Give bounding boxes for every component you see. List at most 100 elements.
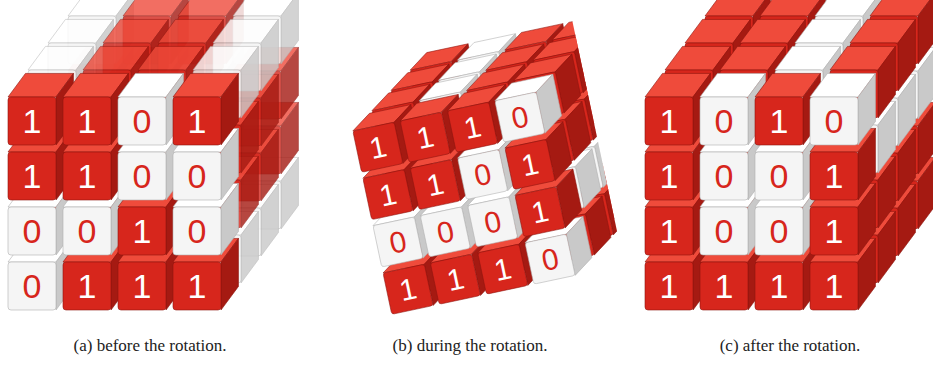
cube-front-face [8,97,56,145]
cube-front-face [118,262,166,310]
cube-side-face [898,19,915,91]
cube-front-face [645,207,693,255]
bit-digit: 0 [118,97,166,145]
bit-digit: 1 [755,262,803,310]
cube-front-face [700,207,748,255]
cube-front-face [447,102,497,152]
cube-front-face [63,152,111,200]
cube-front-face [755,262,803,310]
subfigure-caption: (c) after the rotation. [720,336,861,356]
bit-digit: 0 [495,92,545,142]
bit-digit: 1 [515,187,565,237]
cube-front-face [173,152,221,200]
bit-digit: 1 [63,97,111,145]
cube-side-face [261,19,278,91]
bit-digit: 1 [63,152,111,200]
bit-digit: 0 [118,152,166,200]
cube-panel: 1010100110011111 [637,0,933,330]
bit-digit: 0 [173,207,221,255]
cube-front-face [645,97,693,145]
cube-front-face [63,262,111,310]
bit-digit: 0 [468,197,518,247]
cube-side-face [611,108,628,167]
bit-digit: 0 [700,207,748,255]
bit-digit: 0 [458,149,508,199]
bit-digit: 0 [810,97,858,145]
bit-digit: 1 [755,97,803,145]
cube-side-face [221,73,238,145]
small-cube [810,73,875,145]
cube-top-face [549,14,613,40]
bit-digit: 1 [173,262,221,310]
bit-digit: 1 [410,160,460,210]
cube-front-face [173,97,221,145]
bit-digit: 1 [645,152,693,200]
cube-front-face [410,160,460,210]
cube-front-face [8,207,56,255]
bit-digit: 0 [755,152,803,200]
cube-front-face [645,152,693,200]
bit-digit: 1 [363,170,413,220]
cube-front-face [420,207,470,257]
cube-front-face [810,207,858,255]
bit-digit: 0 [373,217,423,267]
cube-front-face [700,97,748,145]
cube-front-face [505,139,555,189]
bit-digit: 1 [505,139,555,189]
cube-front-face [810,262,858,310]
cube-side-face [591,14,622,73]
bit-digit: 1 [383,264,433,314]
cube-front-face [173,262,221,310]
cube-front-face [478,244,528,294]
bit-digit: 0 [8,207,56,255]
bit-digit: 1 [810,152,858,200]
bit-digit: 0 [420,207,470,257]
cube-side-face [621,156,628,215]
subfigure-caption: (a) before the rotation. [74,336,227,356]
cube-front-face [645,262,693,310]
bit-digit: 1 [447,102,497,152]
bit-digit: 1 [645,207,693,255]
cube-front-face [515,187,565,237]
bit-digit: 1 [118,207,166,255]
bit-digit: 0 [63,207,111,255]
bit-digit: 1 [478,244,528,294]
cube-front-face [810,152,858,200]
cube-front-face [400,112,450,162]
cube-front-face [755,152,803,200]
cube-front-face [63,207,111,255]
cube-front-face [118,207,166,255]
cube-front-face [458,149,508,199]
bit-digit: 1 [8,152,56,200]
bit-digit: 1 [400,112,450,162]
cube-side-face [858,73,875,145]
bit-digit: 1 [645,262,693,310]
cube-front-face [63,97,111,145]
bit-digit: 1 [700,262,748,310]
cube-side-face [878,46,895,118]
bit-digit: 0 [700,97,748,145]
bit-digit: 1 [810,262,858,310]
bit-digit: 1 [118,262,166,310]
cube-front-face [118,152,166,200]
cube-side-face [601,61,628,120]
cube-front-face [373,217,423,267]
cube-front-face [430,254,480,304]
cube-front-face [383,264,433,314]
cube-front-face [700,262,748,310]
cube-side-face [281,0,298,64]
cube-front-face [8,152,56,200]
cube-illustration [309,0,628,334]
cube-front-face [700,152,748,200]
bit-digit: 0 [700,152,748,200]
cube-front-face [173,207,221,255]
bit-digit: 1 [63,262,111,310]
subfigure-caption: (b) during the rotation. [393,336,548,356]
bit-digit: 0 [8,262,56,310]
cube-front-face [8,262,56,310]
bit-digit: 1 [353,122,403,172]
cube-front-face [495,92,545,142]
bit-digit: 1 [430,254,480,304]
small-cube [492,74,565,142]
